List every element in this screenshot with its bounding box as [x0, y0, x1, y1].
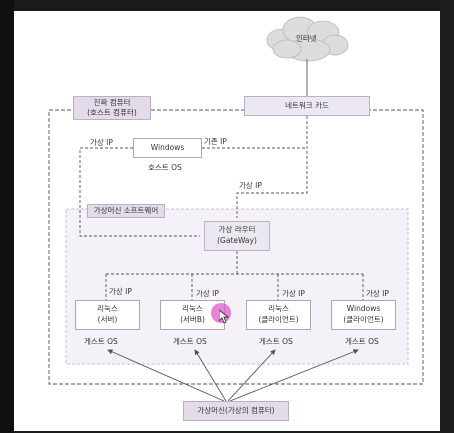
vm-software-label: 가상머신 소프트웨어	[93, 205, 159, 215]
vm-label-tag: 가상머신(가상의 컴퓨터)	[183, 401, 289, 421]
host-virtual-ip-label: 가상 IP	[90, 138, 113, 147]
host-existing-ip-label: 기존 IP	[204, 137, 227, 146]
host-to-vm-software-link	[79, 147, 200, 237]
guest1-ip-label: 가상 IP	[109, 287, 132, 296]
real-computer-boundary	[48, 109, 424, 385]
host-os-caption: 호스트 OS	[148, 163, 182, 172]
network-card-box: 네트워크 카드	[244, 96, 370, 116]
router-line1: 가상 라우터	[218, 225, 256, 235]
guest3-caption: 게스트 OS	[259, 337, 293, 346]
guest2-ip-label: 가상 IP	[196, 289, 219, 298]
internet-label: 인터넷	[296, 34, 317, 43]
guest4-ip-label: 가상 IP	[366, 289, 389, 298]
arrow-to-guest1	[107, 349, 225, 402]
guest1-line2: (서버)	[97, 315, 118, 324]
real-computer-line2: (호스트 컴퓨터)	[87, 108, 137, 117]
router-box: 가상 라우터 (GateWay)	[204, 221, 270, 251]
network-card-label: 네트워크 카드	[285, 100, 329, 110]
arrow-to-guest3	[227, 349, 276, 402]
mouse-pointer-icon	[219, 310, 229, 324]
guest4-line2: (클라이언트)	[343, 315, 384, 324]
host-os-name: Windows	[150, 142, 185, 152]
guest3-box: 리눅스 (클라이언트)	[246, 300, 311, 330]
real-computer-tag: 진짜 컴퓨터 (호스트 컴퓨터)	[73, 96, 151, 120]
vm-label: 가상머신(가상의 컴퓨터)	[197, 405, 275, 415]
screen-bezel-left	[0, 0, 14, 433]
guest4-box: Windows (클라이언트)	[331, 300, 396, 330]
vm-software-tag: 가상머신 소프트웨어	[87, 204, 165, 218]
guest2-line2: (서버B)	[180, 315, 205, 324]
guest4-line1: Windows	[346, 304, 381, 314]
arrow-to-guest4	[229, 349, 359, 402]
guest2-caption: 게스트 OS	[173, 337, 207, 346]
guest3-line2: (클라이언트)	[258, 315, 299, 324]
real-computer-line1: 진짜 컴퓨터	[93, 97, 131, 107]
guest1-caption: 게스트 OS	[84, 337, 118, 346]
network-to-router-link	[236, 116, 308, 218]
screen-bezel-right	[440, 0, 454, 433]
guest1-box: 리눅스 (서버)	[75, 300, 140, 330]
guest3-ip-label: 가상 IP	[282, 289, 305, 298]
router-line2: (GateWay)	[217, 236, 257, 245]
router-virtual-ip-label: 가상 IP	[239, 181, 262, 190]
guest4-caption: 게스트 OS	[345, 337, 379, 346]
guest1-line1: 리눅스	[97, 304, 118, 314]
guest3-line1: 리눅스	[268, 304, 289, 314]
host-os-box: Windows	[133, 138, 202, 158]
guest2-line1: 리눅스	[182, 304, 203, 314]
cloud-icon	[266, 16, 349, 62]
arrow-to-guest2	[194, 349, 227, 402]
